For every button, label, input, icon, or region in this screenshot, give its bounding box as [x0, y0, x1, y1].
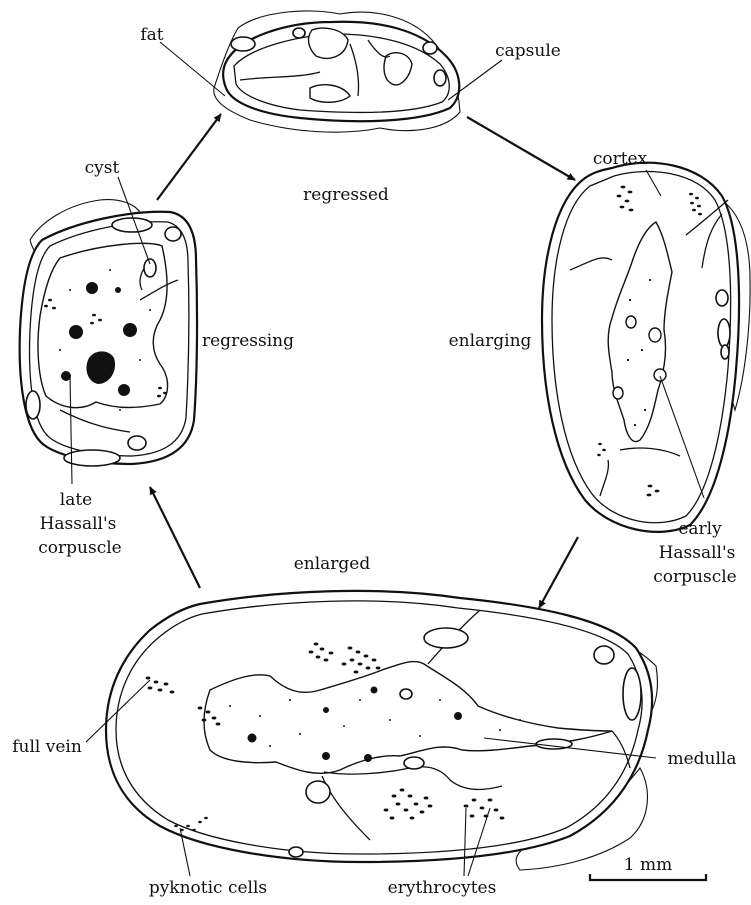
- regressed-lobe: [214, 11, 460, 132]
- label-late-line3: corpuscle: [38, 538, 121, 558]
- blood-vessel: [306, 781, 330, 803]
- scale-bar-label: 1 mm: [624, 855, 672, 875]
- blood-vessel: [594, 646, 614, 664]
- label-erythrocytes: erythrocytes: [388, 878, 497, 898]
- label-capsule: capsule: [495, 41, 561, 61]
- regressing-lobe: [20, 200, 197, 466]
- label-early-line2: Hassall's: [659, 543, 736, 563]
- blood-vessel: [289, 847, 303, 857]
- label-full-vein: full vein: [12, 737, 82, 757]
- label-medulla: medulla: [667, 749, 736, 769]
- label-enlarging: enlarging: [449, 331, 532, 351]
- arrow-regressing-to-regressed: [157, 114, 221, 200]
- blood-vessel: [623, 668, 641, 720]
- label-regressed: regressed: [303, 185, 389, 205]
- enlarging-lobe: [542, 163, 750, 532]
- arrow-enlarged-to-regressing: [150, 487, 200, 588]
- label-early-line1: early: [678, 519, 722, 539]
- blood-vessel: [400, 689, 412, 699]
- label-cortex: cortex: [593, 149, 648, 169]
- blood-vessel: [424, 628, 468, 648]
- label-late-line1: late: [60, 490, 92, 510]
- label-fat: fat: [140, 25, 163, 45]
- label-regressing: regressing: [202, 331, 294, 351]
- arrow-regressed-to-enlarging: [467, 117, 575, 180]
- label-pyknotic-cells: pyknotic cells: [149, 878, 267, 898]
- blood-vessel: [404, 757, 424, 769]
- label-enlarged: enlarged: [294, 554, 371, 574]
- arrow-enlarging-to-enlarged: [539, 537, 578, 608]
- label-late-line2: Hassall's: [40, 514, 117, 534]
- label-early-line3: corpuscle: [653, 567, 736, 587]
- label-cyst: cyst: [85, 158, 120, 178]
- enlarged-lobe: [106, 591, 657, 870]
